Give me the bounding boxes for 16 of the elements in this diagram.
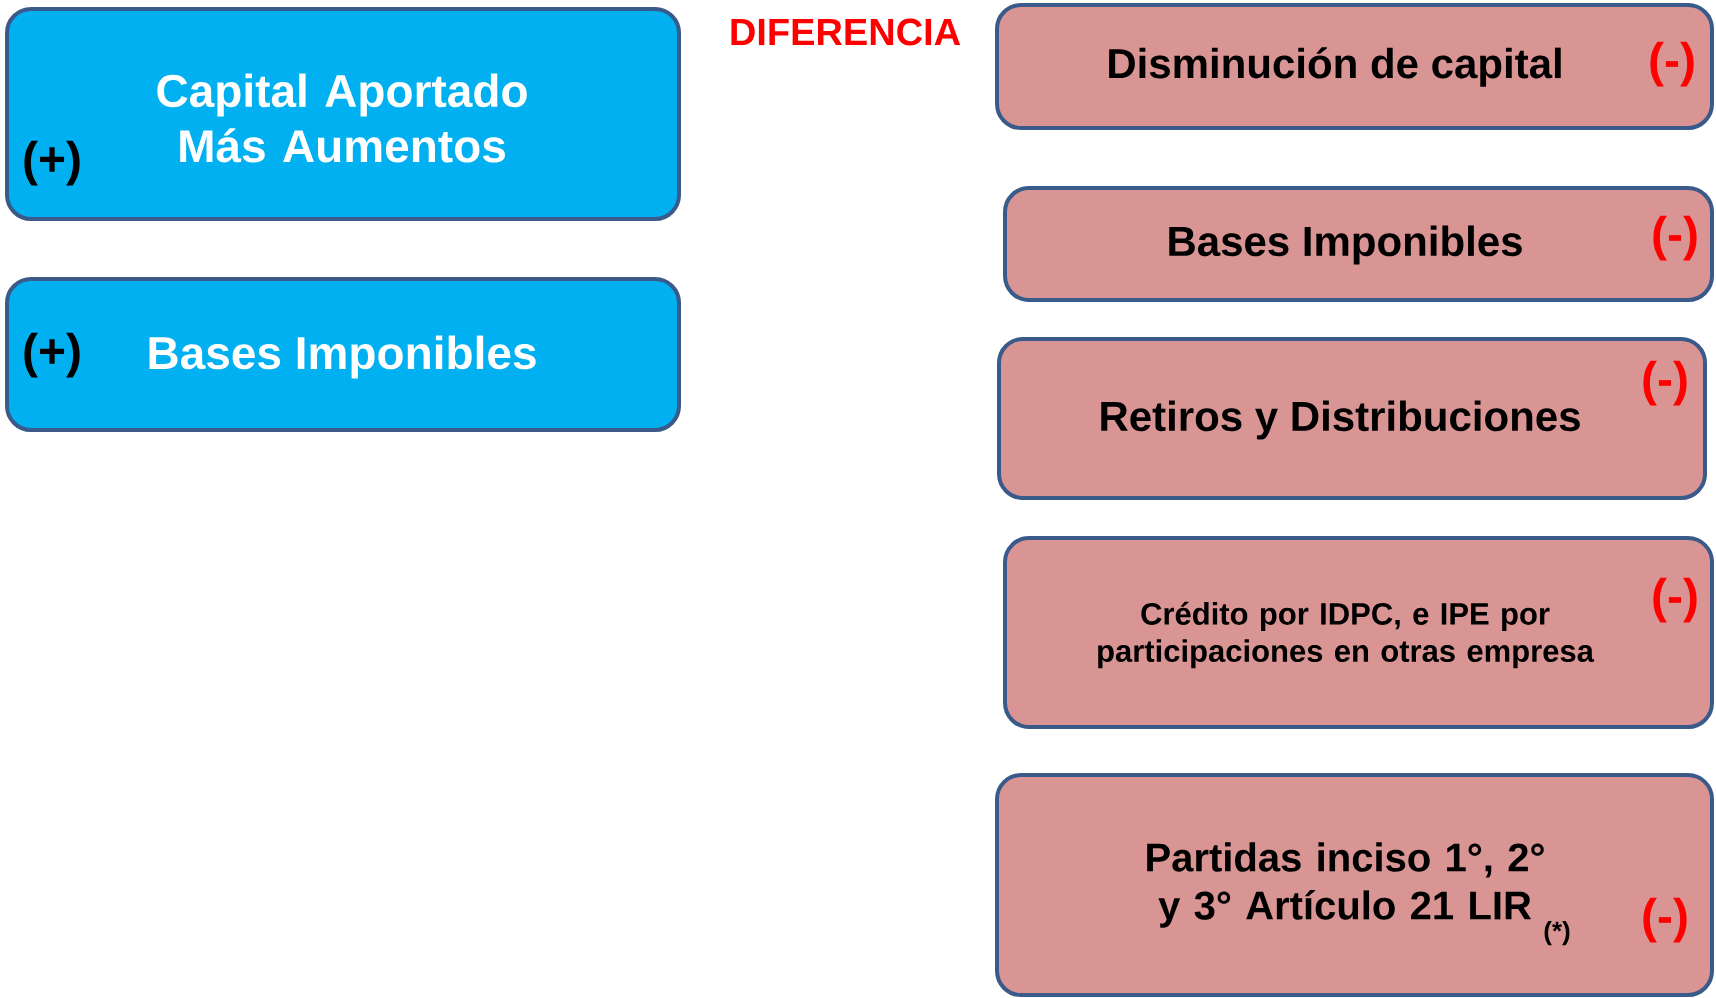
plus-sign: (+) — [24, 332, 80, 378]
minus-sign: (-) — [1643, 897, 1687, 943]
box-label: Disminución de capital — [1109, 47, 1561, 87]
box-label: Partidas inciso 1°, 2° y 3° Artículo 21 LIR — [1147, 842, 1544, 928]
box-label: Capital Aportado Más Aumentos — [157, 73, 527, 163]
heading-label: DIFERENCIA — [731, 18, 961, 46]
minus-sign: (-) — [1650, 41, 1694, 87]
box-label: Bases Imponibles — [149, 335, 536, 379]
minus-sign: (-) — [1643, 360, 1687, 406]
box-label: Bases Imponibles — [1169, 225, 1522, 265]
minus-sign: (-) — [1653, 215, 1697, 261]
box-label: Crédito por IDPC, e IPE por participaciones en otras empresa — [1098, 601, 1595, 669]
minus-sign: (-) — [1653, 577, 1697, 623]
plus-sign: (+) — [24, 140, 80, 186]
footnote-mark: (*) — [1544, 920, 1570, 946]
box-label: Retiros y Distribuciones — [1101, 400, 1580, 440]
